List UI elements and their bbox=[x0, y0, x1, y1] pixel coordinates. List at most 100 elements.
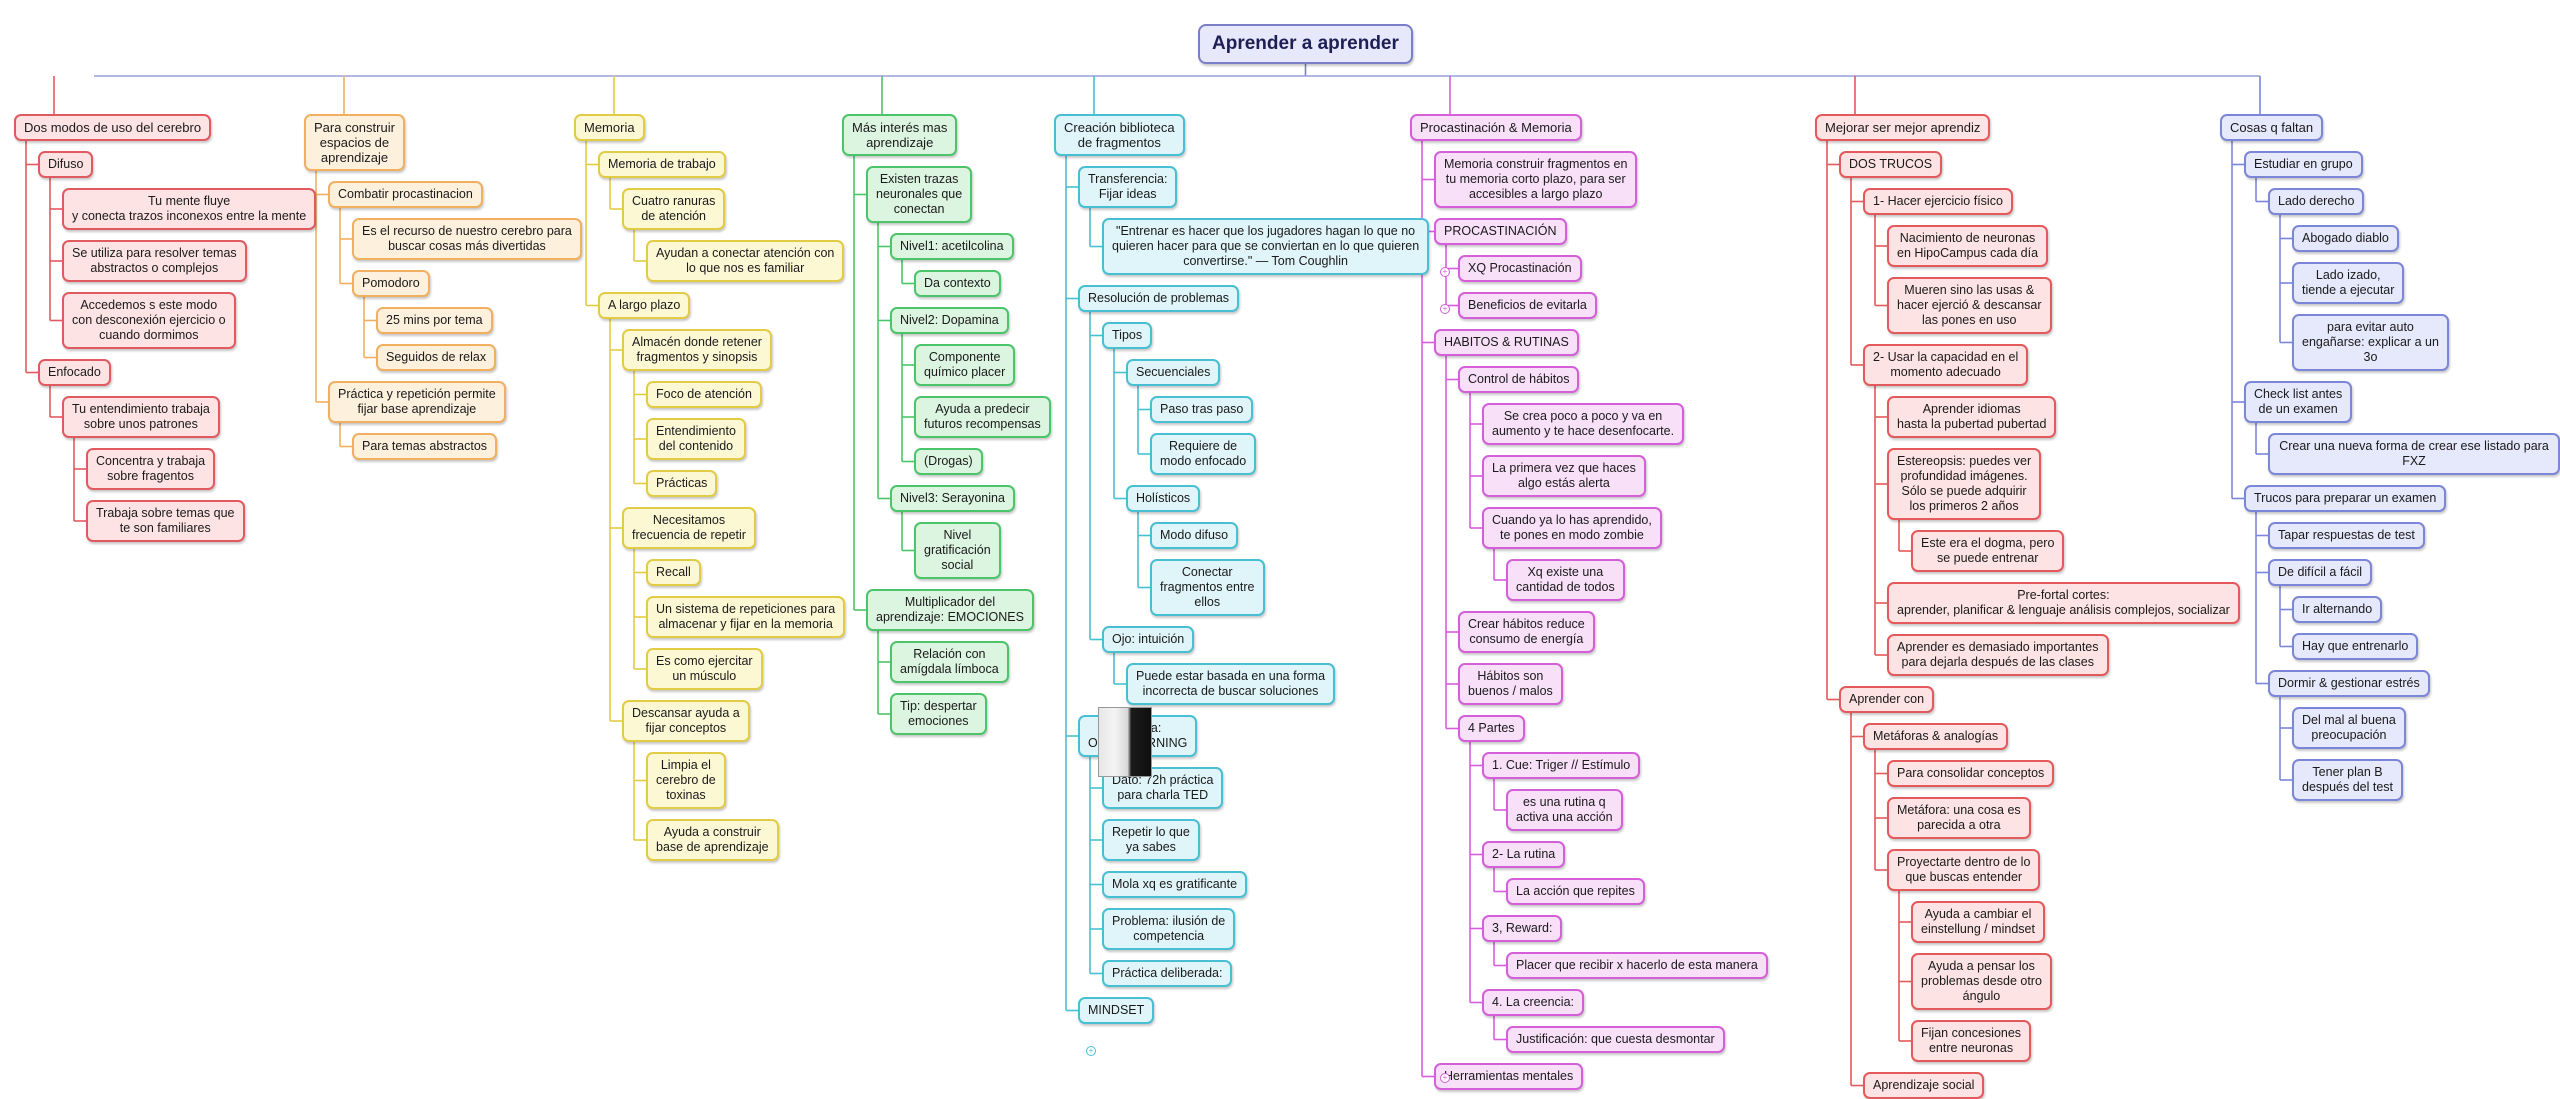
subtopic[interactable]: HABITOS & RUTINAS bbox=[1434, 329, 1579, 356]
subtopic[interactable]: Lado izado, tiende a ejecutar bbox=[2292, 262, 2405, 304]
subtopic[interactable]: Almacén donde retener fragmentos y sinop… bbox=[622, 329, 772, 371]
branch-topic[interactable]: Procastinación & Memoria bbox=[1410, 114, 1582, 141]
subtopic[interactable]: 2- Usar la capacidad en el momento adecu… bbox=[1863, 344, 2029, 386]
subtopic[interactable]: Cuando ya lo has aprendido, te pones en … bbox=[1482, 507, 1662, 549]
subtopic[interactable]: La primera vez que haces algo estás aler… bbox=[1482, 455, 1646, 497]
subtopic[interactable]: Para temas abstractos bbox=[352, 433, 498, 460]
subtopic[interactable]: Aprender es demasiado importantes para d… bbox=[1887, 634, 2109, 676]
subtopic[interactable]: Memoria construir fragmentos en tu memor… bbox=[1434, 151, 1638, 208]
subtopic[interactable]: Práctica deliberada: bbox=[1102, 960, 1233, 987]
subtopic[interactable]: es una rutina q activa una acción bbox=[1506, 789, 1623, 831]
subtopic[interactable]: Mola xq es gratificante bbox=[1102, 871, 1248, 898]
subtopic[interactable]: Se crea poco a poco y va en aumento y te… bbox=[1482, 403, 1685, 445]
subtopic[interactable]: Abogado diablo bbox=[2292, 225, 2399, 252]
subtopic[interactable]: Crear hábitos reduce consumo de energía bbox=[1458, 611, 1595, 653]
subtopic[interactable]: Da contexto bbox=[914, 270, 1001, 297]
subtopic[interactable]: Tip: despertar emociones bbox=[890, 693, 987, 735]
subtopic[interactable]: MINDSET bbox=[1078, 997, 1155, 1024]
subtopic[interactable]: 3, Reward: bbox=[1482, 915, 1563, 942]
subtopic[interactable]: Necesitamos frecuencia de repetir bbox=[622, 507, 756, 549]
subtopic[interactable]: 1. Cue: Triger // Estímulo bbox=[1482, 752, 1641, 779]
subtopic[interactable]: Ayuda a pensar los problemas desde otro … bbox=[1911, 953, 2052, 1010]
subtopic[interactable]: Nivel gratificación social bbox=[914, 522, 1001, 579]
subtopic[interactable]: Secuenciales bbox=[1126, 359, 1221, 386]
branch-topic[interactable]: Dos modos de uso del cerebro bbox=[14, 114, 212, 141]
subtopic[interactable]: Ojo: intuición bbox=[1102, 626, 1195, 653]
subtopic[interactable]: Se utiliza para resolver temas abstracto… bbox=[62, 240, 247, 282]
subtopic[interactable]: De difícil a fácil bbox=[2268, 559, 2373, 586]
subtopic[interactable]: Un sistema de repeticiones para almacena… bbox=[646, 596, 846, 638]
subtopic[interactable]: Hay que entrenarlo bbox=[2292, 633, 2419, 660]
subtopic[interactable]: Difuso bbox=[38, 151, 94, 178]
subtopic[interactable]: Tu mente fluye y conecta trazos inconexo… bbox=[62, 188, 317, 230]
subtopic[interactable]: Es el recurso de nuestro cerebro para bu… bbox=[352, 218, 582, 260]
subtopic[interactable]: Ir alternando bbox=[2292, 596, 2383, 623]
subtopic[interactable]: Hábitos son buenos / malos bbox=[1458, 663, 1563, 705]
subtopic[interactable]: Paso tras paso bbox=[1150, 396, 1254, 423]
subtopic[interactable]: Xq existe una cantidad de todos bbox=[1506, 559, 1625, 601]
subtopic[interactable]: Entendimiento del contenido bbox=[646, 418, 746, 460]
subtopic[interactable]: Requiere de modo enfocado bbox=[1150, 433, 1257, 475]
subtopic[interactable]: Enfocado bbox=[38, 359, 111, 386]
subtopic[interactable]: DOS TRUCOS bbox=[1839, 151, 1943, 178]
subtopic[interactable]: Aprender con bbox=[1839, 686, 1935, 713]
branch-topic[interactable]: Más interés mas aprendizaje bbox=[842, 114, 958, 156]
subtopic[interactable]: Accedemos s este modo con desconexión ej… bbox=[62, 292, 236, 349]
subtopic[interactable]: Ayuda a cambiar el einstellung / mindset bbox=[1911, 901, 2045, 943]
subtopic[interactable]: Combatir procastinacion bbox=[328, 181, 483, 208]
subtopic[interactable]: Fijan concesiones entre neuronas bbox=[1911, 1020, 2032, 1062]
subtopic[interactable]: 4. La creencia: bbox=[1482, 989, 1584, 1016]
subtopic[interactable]: Aprendizaje social bbox=[1863, 1072, 1985, 1099]
subtopic[interactable]: Multiplicador del aprendizaje: EMOCIONES bbox=[866, 589, 1034, 631]
subtopic[interactable]: La acción que repites bbox=[1506, 878, 1645, 905]
subtopic[interactable]: Tener plan B después del test bbox=[2292, 759, 2404, 801]
subtopic[interactable]: Control de hábitos bbox=[1458, 366, 1580, 393]
subtopic[interactable]: Es como ejercitar un músculo bbox=[646, 648, 763, 690]
subtopic[interactable]: Relación con amígdala límboca bbox=[890, 641, 1009, 683]
subtopic[interactable]: Dormir & gestionar estrés bbox=[2268, 670, 2430, 697]
subtopic[interactable]: Ayuda a predecir futuros recompensas bbox=[914, 396, 1051, 438]
subtopic[interactable]: Del mal al buena preocupación bbox=[2292, 707, 2406, 749]
subtopic[interactable]: Concentra y trabaja sobre fragentos bbox=[86, 448, 216, 490]
subtopic[interactable]: Metáfora: una cosa es parecida a otra bbox=[1887, 797, 2031, 839]
subtopic[interactable]: Herramientas mentales bbox=[1434, 1063, 1584, 1090]
subtopic[interactable]: Práctica y repetición permite fijar base… bbox=[328, 381, 506, 423]
subtopic[interactable]: Cuatro ranuras de atención bbox=[622, 188, 726, 230]
subtopic[interactable]: Repetir lo que ya sabes bbox=[1102, 819, 1200, 861]
subtopic[interactable]: A largo plazo bbox=[598, 292, 691, 319]
subtopic[interactable]: Estudiar en grupo bbox=[2244, 151, 2363, 178]
plus-circle-icon[interactable]: + bbox=[1440, 1073, 1450, 1083]
subtopic[interactable]: "Entrenar es hacer que los jugadores hag… bbox=[1102, 218, 1430, 275]
subtopic[interactable]: Este era el dogma, pero se puede entrena… bbox=[1911, 530, 2065, 572]
subtopic[interactable]: Puede estar basada en una forma incorrec… bbox=[1126, 663, 1336, 705]
subtopic[interactable]: Prácticas bbox=[646, 470, 718, 497]
subtopic[interactable]: Nivel1: acetilcolina bbox=[890, 233, 1014, 260]
subtopic[interactable]: Tipos bbox=[1102, 322, 1153, 349]
subtopic[interactable]: Proyectarte dentro de lo que buscas ente… bbox=[1887, 849, 2041, 891]
subtopic[interactable]: Tapar respuestas de test bbox=[2268, 522, 2425, 549]
photo-thumbnail[interactable] bbox=[1098, 707, 1152, 777]
subtopic[interactable]: Justificación: que cuesta desmontar bbox=[1506, 1026, 1725, 1053]
subtopic[interactable]: (Drogas) bbox=[914, 448, 983, 475]
plus-circle-icon[interactable]: + bbox=[1440, 304, 1450, 314]
subtopic[interactable]: Dato: 72h práctica para charla TED bbox=[1102, 767, 1224, 809]
subtopic[interactable]: Placer que recibir x hacerlo de esta man… bbox=[1506, 952, 1768, 979]
branch-topic[interactable]: Memoria bbox=[574, 114, 645, 141]
subtopic[interactable]: Existen trazas neuronales que conectan bbox=[866, 166, 973, 223]
subtopic[interactable]: para evitar auto engañarse: explicar a u… bbox=[2292, 314, 2449, 371]
subtopic[interactable]: Trucos para preparar un examen bbox=[2244, 485, 2447, 512]
subtopic[interactable]: Descansar ayuda a fijar conceptos bbox=[622, 700, 750, 742]
subtopic[interactable]: Ayuda a construir base de aprendizaje bbox=[646, 819, 779, 861]
subtopic[interactable]: Transferencia: Fijar ideas bbox=[1078, 166, 1178, 208]
subtopic[interactable]: Componente químico placer bbox=[914, 344, 1016, 386]
subtopic[interactable]: Foco de atención bbox=[646, 381, 762, 408]
subtopic[interactable]: Mueren sino las usas & hacer ejerció & d… bbox=[1887, 277, 2052, 334]
branch-topic[interactable]: Para construir espacios de aprendizaje bbox=[304, 114, 405, 171]
subtopic[interactable]: Problema: ilusión de competencia bbox=[1102, 908, 1236, 950]
subtopic[interactable]: Beneficios de evitarla bbox=[1458, 292, 1597, 319]
subtopic[interactable]: Nivel3: Serayonina bbox=[890, 485, 1015, 512]
subtopic[interactable]: Pomodoro bbox=[352, 270, 430, 297]
subtopic[interactable]: Crear una nueva forma de crear ese lista… bbox=[2268, 433, 2560, 475]
subtopic[interactable]: Conectar fragmentos entre ellos bbox=[1150, 559, 1265, 616]
subtopic[interactable]: PROCASTINACIÓN bbox=[1434, 218, 1567, 245]
